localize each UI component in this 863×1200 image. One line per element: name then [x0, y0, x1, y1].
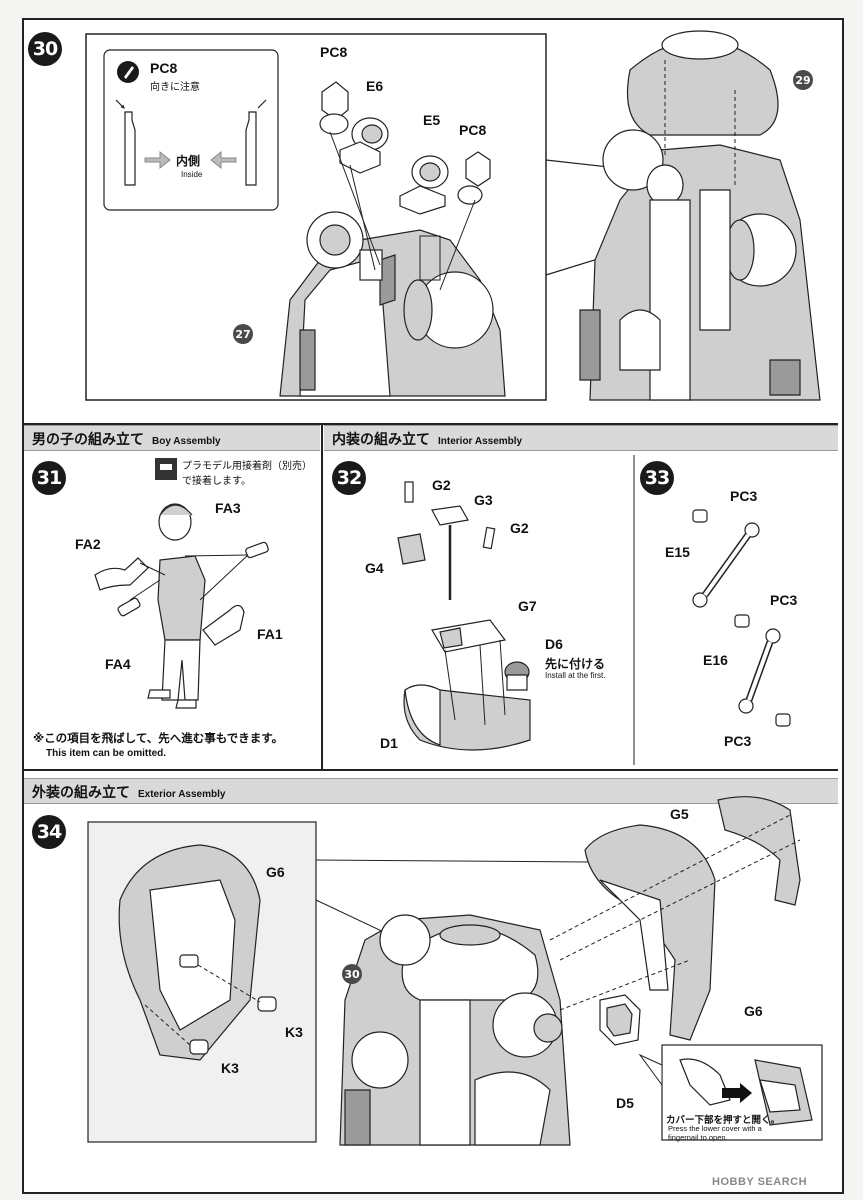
step-number-33: 33 — [640, 461, 674, 495]
interior-assembly-en: Interior Assembly — [438, 436, 523, 447]
boy-assembly-ja: 男の子の組み立て — [32, 432, 144, 448]
label-g4: G4 — [365, 560, 384, 576]
label-e6: E6 — [366, 78, 384, 94]
label-e5: E5 — [423, 112, 441, 128]
interior-assembly-ja: 内装の組み立て — [332, 432, 430, 448]
omit-note-ja: ※この項目を飛ばして、先へ進む事もできます。 — [33, 731, 284, 745]
label-g6-main: G6 — [744, 1003, 763, 1019]
label-d1: D1 — [380, 735, 398, 751]
label-fa2: FA2 — [75, 536, 101, 552]
section-exterior-assembly: 外装の組み立て Exterior Assembly — [24, 778, 838, 804]
label-fa3: FA3 — [215, 500, 241, 516]
cover-open-en-2: fingernail to open. — [668, 1133, 728, 1142]
label-d5: D5 — [616, 1095, 634, 1111]
label-g5: G5 — [670, 806, 689, 822]
watermark-text: HOBBY SEARCH — [712, 1176, 808, 1188]
label-pc3-c: PC3 — [724, 733, 752, 749]
label-g7: G7 — [518, 598, 537, 614]
step-30-illustration — [85, 30, 821, 401]
note-part-label: PC8 — [150, 60, 178, 76]
cover-open-en-1: Press the lower cover with a — [668, 1124, 762, 1133]
label-k3-b: K3 — [221, 1060, 239, 1076]
step-number-34: 34 — [32, 815, 66, 849]
label-k3-a: K3 — [285, 1024, 303, 1040]
label-g2-b: G2 — [510, 520, 529, 536]
install-first-ja: 先に付ける — [545, 657, 606, 671]
label-pc3-b: PC3 — [770, 592, 798, 608]
cement-note-line2: で接着します。 — [182, 476, 251, 487]
label-fa1: FA1 — [257, 626, 283, 642]
ref-step-29: 29 — [793, 70, 813, 90]
label-g2-a: G2 — [432, 477, 451, 493]
section-boy-assembly: 男の子の組み立て Boy Assembly — [24, 425, 320, 451]
step-number-32: 32 — [332, 461, 366, 495]
step-number-30: 30 — [28, 32, 62, 66]
ref-step-30: 30 — [342, 964, 362, 984]
step-number-31: 31 — [32, 461, 66, 495]
label-e15: E15 — [665, 544, 690, 560]
label-e16: E16 — [703, 652, 728, 668]
cover-open-ja: カバー下部を押すと開く。 — [666, 1115, 781, 1126]
label-pc8-a: PC8 — [320, 44, 348, 60]
label-pc8-b: PC8 — [459, 122, 487, 138]
cement-note-line1: プラモデル用接着剤（別売） — [182, 461, 312, 472]
note-orientation-text: 向きに注意 — [150, 82, 200, 93]
label-g3: G3 — [474, 492, 493, 508]
section-interior-assembly: 内装の組み立て Interior Assembly — [324, 425, 838, 451]
boy-assembly-en: Boy Assembly — [152, 436, 221, 447]
ref-step-27: 27 — [233, 324, 253, 344]
note-inside-ja: 内側 — [176, 154, 201, 168]
exterior-assembly-ja: 外装の組み立て — [32, 785, 130, 801]
note-inside-en: Inside — [181, 170, 203, 179]
label-pc3-a: PC3 — [730, 488, 758, 504]
install-first-en: Install at the first. — [545, 671, 606, 680]
omit-note-en: This item can be omitted. — [46, 748, 167, 759]
exterior-assembly-en: Exterior Assembly — [138, 789, 226, 800]
label-fa4: FA4 — [105, 656, 131, 672]
label-g6-inset: G6 — [266, 864, 285, 880]
label-d6: D6 — [545, 636, 563, 652]
